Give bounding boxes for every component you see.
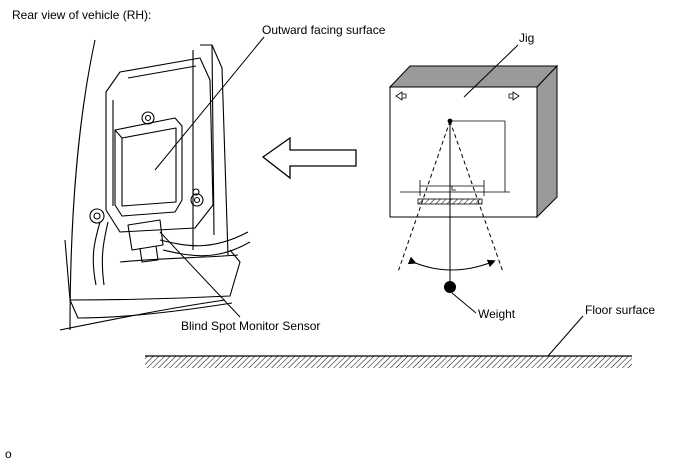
leader-jig — [463, 44, 519, 98]
label-sensor: Blind Spot Monitor Sensor — [181, 319, 320, 333]
direction-arrow — [261, 136, 357, 180]
jig-corner-arrows — [395, 91, 520, 101]
label-floor-surface: Floor surface — [585, 303, 655, 317]
floor-surface — [145, 355, 632, 368]
label-outward-surface: Outward facing surface — [262, 23, 386, 37]
leader-lines — [154, 36, 584, 357]
jig-box — [388, 64, 559, 219]
weight-bob — [444, 281, 456, 293]
corner-mark: o — [5, 447, 12, 461]
label-weight: Weight — [478, 307, 516, 321]
leader-outward-surface — [154, 36, 265, 171]
leader-floor — [547, 315, 584, 357]
leader-sensor — [159, 231, 241, 318]
view-title: Rear view of vehicle (RH): — [12, 8, 151, 22]
plumb-assembly — [397, 118, 510, 293]
leader-weight — [451, 292, 477, 314]
vehicle-rear-drawing — [59, 39, 251, 331]
label-jig: Jig — [519, 31, 534, 45]
